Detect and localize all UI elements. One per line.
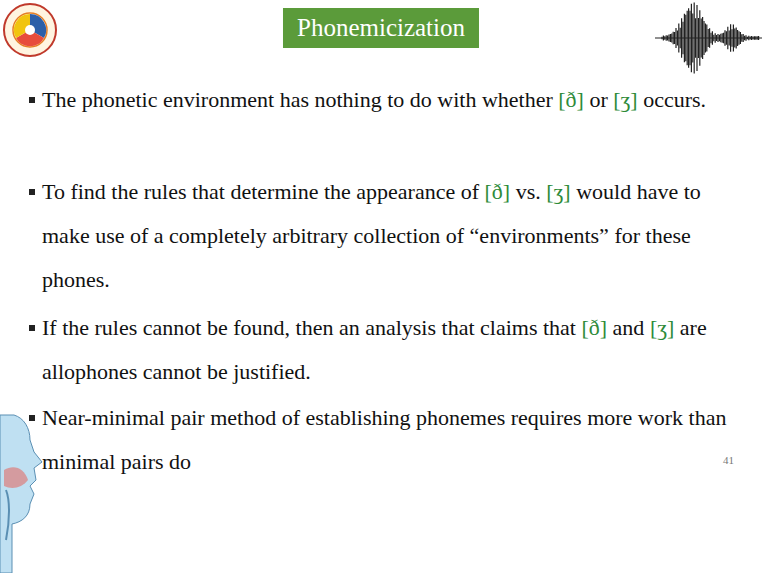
vocal-tract-illustration	[0, 415, 42, 573]
institute-logo	[4, 4, 56, 56]
bullet-text: The phonetic environment has nothing to …	[42, 78, 748, 122]
bullet-text: If the rules cannot be found, then an an…	[42, 306, 748, 394]
bullet-marker	[29, 97, 35, 103]
bullet-marker	[29, 325, 35, 331]
bullet-text: Near-minimal pair method of establishing…	[42, 396, 748, 484]
page-number: 41	[723, 454, 734, 466]
bullet-text: To find the rules that determine the app…	[42, 170, 748, 302]
sound-waveform	[655, 3, 762, 74]
bullet-marker	[29, 415, 35, 421]
bullet-marker	[29, 189, 35, 195]
slide-title: Phonemicization	[283, 8, 479, 48]
